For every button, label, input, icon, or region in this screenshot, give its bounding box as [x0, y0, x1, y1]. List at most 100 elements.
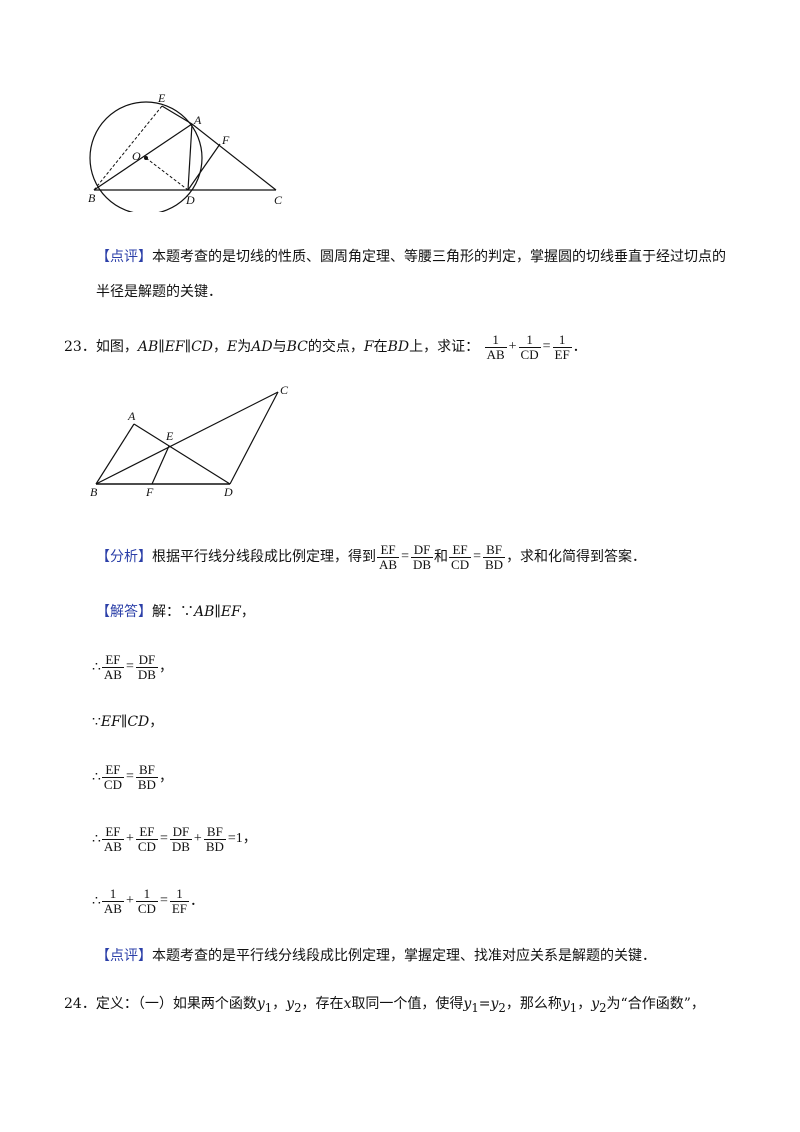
frac-den: BD	[135, 776, 158, 792]
solution-cond2: ∵EF∥CD，	[92, 712, 163, 732]
parallel-lines-figure: A C E B F D	[90, 383, 289, 499]
label-d: D	[223, 485, 233, 499]
frac-den: DB	[410, 556, 434, 572]
therefore-symbol: ∴	[92, 893, 101, 909]
equals-sign: =	[478, 996, 491, 1012]
equals-sign: =	[401, 549, 409, 564]
frac-den: BD	[483, 556, 506, 572]
because-symbol: ∵	[92, 714, 101, 730]
label-f: F	[145, 485, 154, 499]
segment-od-dashed	[145, 157, 189, 191]
equals-sign: =	[542, 339, 551, 354]
comma: ，	[158, 769, 173, 785]
problem24-text1: 定义：（一）如果两个函数	[95, 996, 257, 1012]
frac-num: BF	[486, 541, 502, 557]
comment1-tag: 【点评】	[96, 249, 152, 265]
segment-ef	[151, 445, 170, 485]
frac-den: CD	[101, 776, 124, 792]
subscript: 1	[569, 1000, 578, 1015]
frac-num: 1	[492, 331, 499, 347]
frac-den: BD	[203, 838, 226, 854]
analysis-text1: 根据平行线分线段成比例定理，得到	[152, 549, 376, 565]
problem24-number: 24．	[64, 996, 96, 1012]
frac-den: AB	[101, 838, 124, 854]
frac-den: AB	[101, 666, 124, 682]
frac-den: DB	[169, 838, 192, 854]
label-b: B	[90, 485, 98, 499]
var-y: y	[463, 996, 472, 1012]
frac-num: EF	[380, 541, 396, 557]
subscript: 1	[471, 1000, 479, 1015]
comma: ，	[240, 604, 255, 620]
frac-num: DF	[413, 541, 431, 557]
problem24-text5: 为“合作函数”，	[606, 996, 705, 1012]
problem23-e: E	[227, 339, 238, 355]
var-y: y	[490, 996, 499, 1012]
segment-ac	[191, 123, 277, 191]
comment1-line1: 【点评】本题考查的是切线的性质、圆周角定理、等腰三角形的判定，掌握圆的切线垂直于…	[96, 247, 726, 267]
solution-cond1: AB∥EF	[194, 604, 241, 620]
label-c: C	[274, 193, 283, 207]
frac-num: DF	[138, 651, 156, 667]
analysis-text2: ，求和化简得到答案．	[506, 549, 647, 565]
frac-num: 1	[143, 885, 151, 901]
segment-ba	[93, 123, 193, 191]
comment1-line2: 半径是解题的关键．	[96, 282, 222, 302]
frac-num: EF	[105, 651, 121, 667]
therefore-symbol: ∴	[92, 659, 101, 675]
equals-sign: =	[159, 831, 168, 846]
frac-den: CD	[518, 346, 541, 362]
problem23-cond: AB∥EF∥CD	[137, 339, 214, 355]
subscript: 2	[294, 1000, 302, 1015]
plus-sign: +	[193, 831, 202, 846]
comma: ，	[149, 714, 164, 730]
var-y: y	[256, 996, 265, 1012]
subscript: 2	[498, 1000, 506, 1015]
center-point-o	[144, 156, 148, 160]
equals-sign: =	[159, 893, 168, 908]
frac-num: BF	[206, 823, 223, 839]
problem23-text-mid6: 上，求证：	[409, 339, 480, 355]
segment-df	[187, 143, 221, 191]
circle-tangent-figure: E A F O B D C	[88, 92, 283, 212]
comma: ，	[272, 996, 287, 1012]
plus-sign: +	[125, 893, 134, 908]
therefore-symbol: ∴	[92, 831, 101, 847]
frac-den: AB	[484, 346, 507, 362]
comment2-text: 本题考查的是平行线分线段成比例定理，掌握定理、找准对应关系是解题的关键．	[152, 948, 656, 964]
comma: ，	[158, 659, 173, 675]
label-e: E	[165, 429, 174, 443]
label-d: D	[185, 193, 195, 207]
segment-ad	[187, 123, 193, 191]
problem23-number: 23．	[64, 339, 96, 355]
problem24-text4: ，那么称	[505, 996, 562, 1012]
problem24-statement: 24．定义：（一）如果两个函数y1，y2，存在x取同一个值，使得y1=y2，那么…	[64, 994, 705, 1018]
var-y: y	[591, 996, 600, 1012]
problem24-text2: ，存在	[301, 996, 344, 1012]
frac-num: 1	[176, 885, 183, 901]
equals-sign: =	[125, 769, 134, 784]
period: ．	[572, 339, 587, 355]
frac-num: BF	[138, 761, 155, 777]
frac-num: EF	[105, 761, 121, 777]
segment-ba	[95, 423, 135, 485]
frac-den: AB	[377, 556, 400, 572]
segment-dc	[229, 391, 279, 485]
segment-ea	[161, 105, 193, 125]
frac-den: CD	[135, 838, 158, 854]
problem23-f: F	[363, 339, 374, 355]
circle-o	[89, 101, 203, 212]
var-x: x	[343, 996, 352, 1012]
